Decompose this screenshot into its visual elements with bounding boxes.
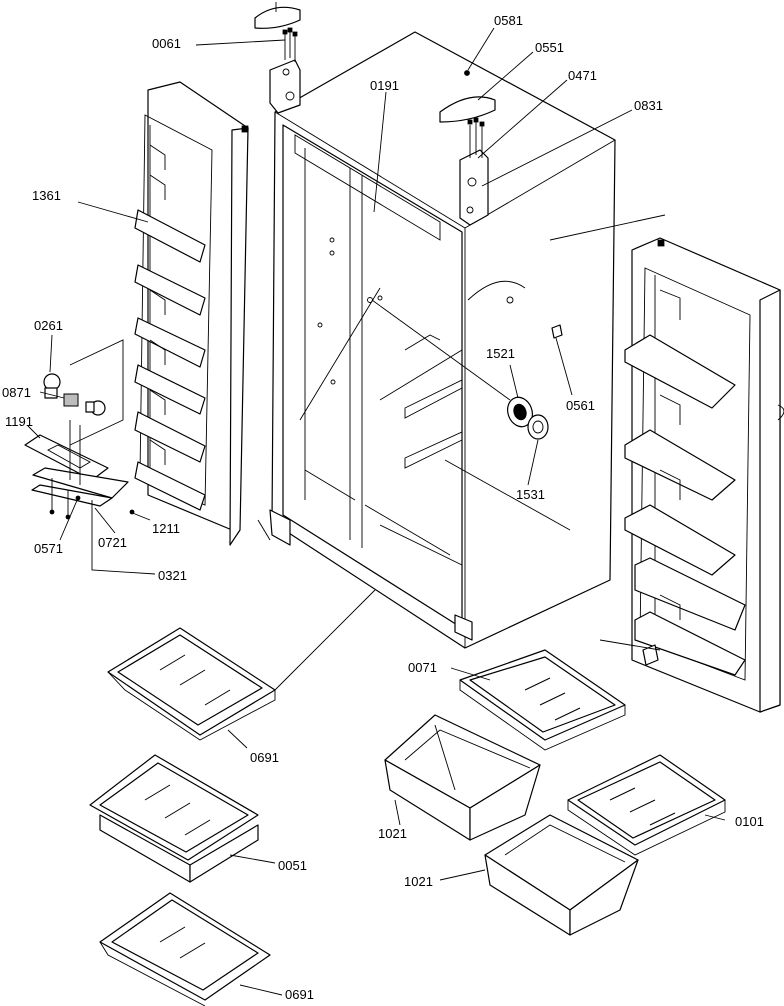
shelf-0071 [459,649,626,751]
callout-1211: 1211 [152,521,180,536]
callout-0561: 0561 [566,398,595,413]
callout-1021-right: 1021 [404,874,433,889]
callout-labels: 0061 0581 0551 0471 0831 0191 1361 0261 … [2,13,764,1002]
crisper-drawer-1021-right [484,814,639,936]
callout-1021-left: 1021 [378,826,407,841]
freezer-door [134,81,249,546]
callout-0551: 0551 [535,40,564,55]
callout-0191: 0191 [370,78,399,93]
callout-0071: 0071 [408,660,437,675]
shelf-0101 [567,754,726,856]
door-shelf-1361 [134,209,206,263]
callout-0831: 0831 [634,98,663,113]
callout-0691-upper: 0691 [250,750,279,765]
callout-0871: 0871 [2,385,31,400]
callout-0051: 0051 [278,858,307,873]
left-top-hinge [254,2,301,114]
shelf-0691-lower [99,892,271,1006]
callout-0471: 0471 [568,68,597,83]
callout-0571: 0571 [34,541,63,556]
callout-0721: 0721 [98,535,127,550]
callout-0261: 0261 [34,318,63,333]
callout-1531: 1531 [516,487,545,502]
fresh-food-door [624,237,784,713]
callout-0691-lower: 0691 [285,987,314,1002]
damper-assembly [371,299,563,440]
callout-1191: 1191 [5,414,33,429]
socket-0871 [63,393,79,407]
callout-0321: 0321 [158,568,187,583]
crisper-drawer-1021-left [384,714,541,841]
callout-0061: 0061 [152,36,181,51]
refrigerator-cabinet [257,31,616,649]
callout-1361: 1361 [32,188,61,203]
shelf-0691-upper [107,589,376,741]
right-top-hinge [439,70,496,226]
light-assembly [24,339,135,520]
shelf-0051 [89,754,259,883]
callout-0581: 0581 [494,13,523,28]
callout-0101: 0101 [735,814,764,829]
callout-1521: 1521 [486,346,515,361]
leader-lines [27,27,726,996]
